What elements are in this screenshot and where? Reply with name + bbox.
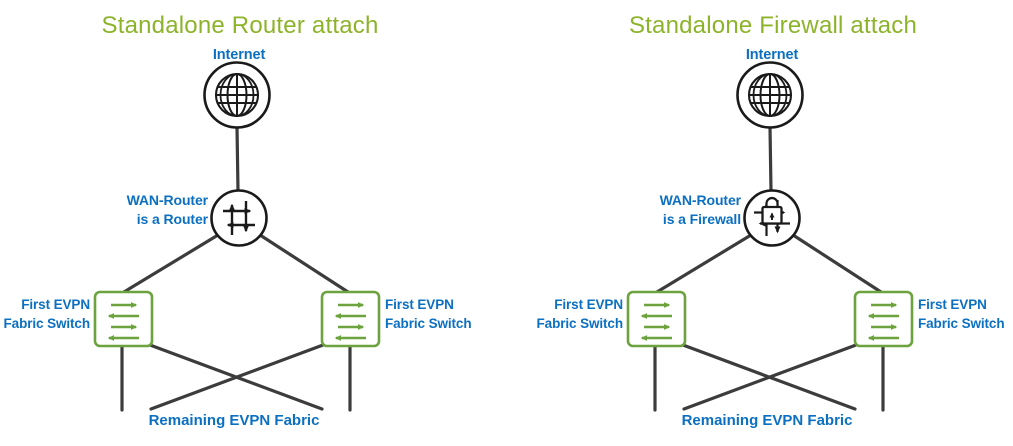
diagram-standalone-firewall: Standalone Firewall attach Internet WAN-… [533, 0, 1013, 446]
first-evpn-switch-left-label: First EVPN Fabric Switch [3, 297, 91, 331]
first-evpn-switch-right-label: First EVPN Fabric Switch [918, 297, 1005, 331]
remaining-evpn-fabric-label: Remaining EVPN Fabric [148, 412, 320, 429]
diagram-standalone-router: Standalone Router attach Internet WAN-Ro… [0, 0, 480, 446]
remaining-evpn-fabric-label: Remaining EVPN Fabric [681, 412, 853, 429]
wan-firewall-label-line1: WAN-Router [659, 192, 742, 208]
evpn-switch-icon-right [320, 290, 381, 348]
evpn-switch-icon-left [93, 290, 154, 348]
evpn-switch-icon-left [626, 290, 687, 348]
connection-lines [653, 125, 885, 412]
wan-router-label: WAN-Router is a Router [126, 191, 209, 229]
wan-router-label-line2: is a Router [136, 211, 208, 227]
wan-firewall-label-line2: is a Firewall [662, 211, 741, 227]
diagram-title: Standalone Firewall attach [628, 12, 918, 39]
internet-label: Internet [745, 47, 799, 63]
internet-globe-icon [736, 61, 804, 129]
evpn-switch-icon-right [853, 290, 914, 348]
diagram-title: Standalone Router attach [101, 12, 379, 39]
internet-label: Internet [212, 47, 266, 63]
first-evpn-switch-left-label: First EVPN Fabric Switch [536, 297, 624, 331]
wan-router-label-line1: WAN-Router [126, 192, 209, 208]
diagram-drawing [626, 61, 914, 412]
connection-lines [120, 125, 352, 412]
lock-icon [761, 196, 783, 225]
firewall-icon [743, 189, 801, 247]
first-evpn-switch-right-label: First EVPN Fabric Switch [385, 297, 472, 331]
diagram-drawing [93, 61, 381, 412]
internet-globe-icon [203, 61, 271, 129]
router-icon [210, 189, 268, 247]
wan-firewall-label: WAN-Router is a Firewall [659, 191, 742, 229]
